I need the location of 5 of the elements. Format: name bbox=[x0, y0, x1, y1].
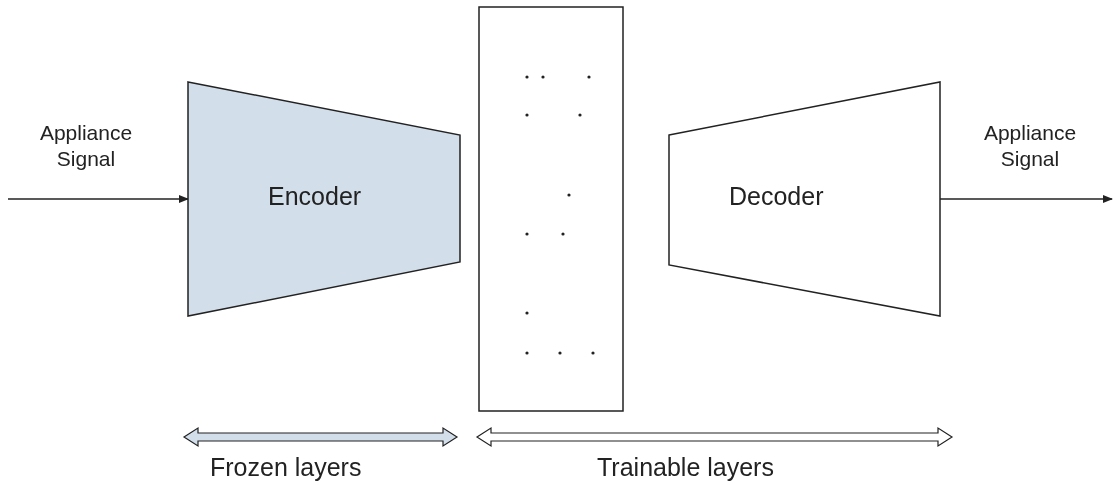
layer-group-label: Frozen layers bbox=[210, 453, 362, 482]
block-label: Encoder bbox=[268, 182, 362, 211]
block-label: Decoder bbox=[729, 182, 824, 211]
layer-group-label: Trainable layers bbox=[597, 453, 774, 482]
arrow bbox=[7, 195, 189, 203]
